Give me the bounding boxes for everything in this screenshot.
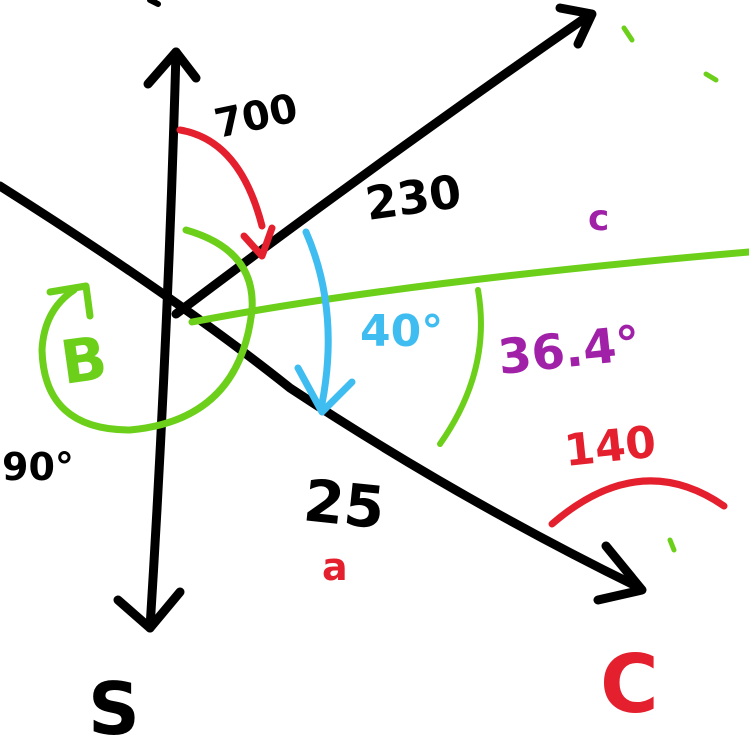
red-c-label: C xyxy=(600,638,659,731)
angle-140-label: 140 xyxy=(562,417,659,477)
red-arc-at-c xyxy=(548,477,728,528)
red-angle-arc xyxy=(176,126,276,260)
angle-700-label: 700 xyxy=(211,85,302,147)
a-label: a xyxy=(322,545,348,589)
green-line-to-c xyxy=(188,248,749,326)
angle-90-label: 90° xyxy=(2,445,74,489)
green-b-loop xyxy=(38,226,256,434)
blue-arc-arrowhead-icon xyxy=(294,364,356,416)
north-arrowhead-icon xyxy=(143,47,201,89)
northeast-arrowhead-icon xyxy=(555,3,597,49)
length-25-label: 25 xyxy=(301,466,388,542)
s-label: S xyxy=(88,667,140,749)
northeast-line xyxy=(171,3,597,319)
line-to-c xyxy=(0,181,647,605)
green-loop-arrowhead-icon xyxy=(46,282,94,320)
red-arc-arrowhead-icon xyxy=(240,224,276,260)
blue-angle-arc xyxy=(294,228,356,416)
angle-36-4-label: 36.4° xyxy=(495,315,643,386)
purple-c-label: c xyxy=(588,198,609,239)
b-label: B xyxy=(56,323,111,399)
south-arrowhead-icon xyxy=(113,587,185,633)
green-angle-bracket xyxy=(437,287,484,447)
length-230-label: 230 xyxy=(362,164,465,231)
stray-marks xyxy=(147,0,719,553)
c-arrowhead-icon xyxy=(593,541,647,605)
north-south-line xyxy=(113,47,201,633)
angle-40-label: 40° xyxy=(360,306,443,357)
